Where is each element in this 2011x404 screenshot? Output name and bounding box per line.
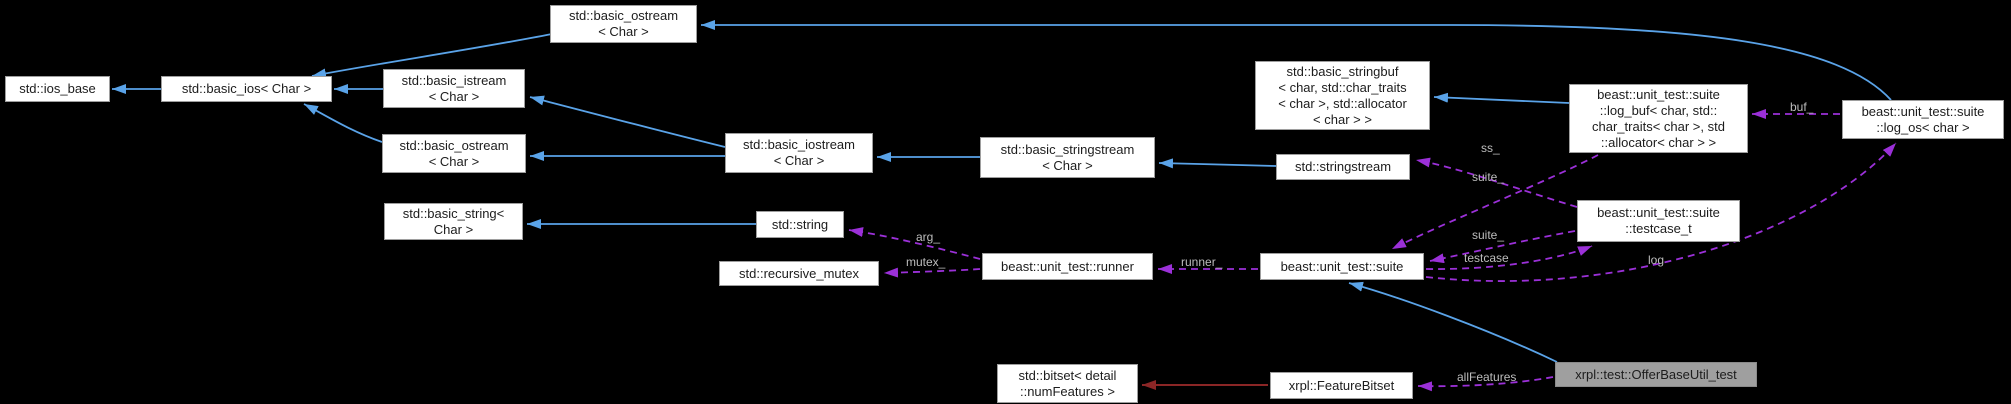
edge-stringstream-to-basic-stringstream	[1158, 158, 1277, 169]
edge-label-runner: runner_	[1181, 255, 1223, 269]
edge-basic-ostream-top-to-basic-ios	[311, 33, 553, 79]
node-suite-log-os[interactable]: beast::unit_test::suite ::log_os< char >	[1842, 100, 2004, 139]
node-std-string[interactable]: std::string	[756, 211, 844, 238]
node-std-basic-ostream-mid[interactable]: std::basic_ostream < Char >	[382, 134, 526, 173]
node-std-basic-iostream[interactable]: std::basic_iostream < Char >	[725, 133, 873, 173]
edge-offer-test-uses-feature-bitset	[1417, 376, 1554, 392]
node-suite-log-buf[interactable]: beast::unit_test::suite ::log_buf< char,…	[1569, 84, 1748, 153]
edge-label-mutex: mutex_	[906, 255, 946, 269]
edge-label-ss: ss_	[1481, 141, 1500, 155]
node-suite-testcase-t[interactable]: beast::unit_test::suite ::testcase_t	[1577, 200, 1740, 242]
edge-log-os-to-basic-ostream-top	[701, 20, 1892, 101]
edge-log-buf-to-basic-stringbuf	[1433, 92, 1570, 104]
edge-suite-uses-testcase-t	[1425, 245, 1593, 270]
node-xrpl-feature-bitset[interactable]: xrpl::FeatureBitset	[1270, 372, 1413, 399]
node-std-basic-string[interactable]: std::basic_string< Char >	[384, 203, 523, 240]
edge-log-buf-uses-suite	[1391, 154, 1599, 250]
edge-label-arg: arg_	[916, 230, 940, 244]
edge-label-buf: buf_	[1790, 100, 1814, 114]
node-std-basic-stringstream[interactable]: std::basic_stringstream < Char >	[980, 137, 1155, 178]
edge-testcase-t-uses-stringstream	[1415, 157, 1578, 208]
node-std-stringstream[interactable]: std::stringstream	[1276, 154, 1410, 180]
node-std-ios-base[interactable]: std::ios_base	[5, 76, 110, 102]
edge-basic-ostream-mid-to-basic-ios	[303, 103, 383, 143]
node-std-bitset[interactable]: std::bitset< detail ::numFeatures >	[997, 364, 1138, 403]
node-xrpl-test-offer-base-util-test: xrpl::test::OfferBaseUtil_test	[1555, 362, 1757, 387]
inheritance-edges	[112, 20, 1892, 363]
edge-labels: buf_ ss_ suite_ suite_ testcase log runn…	[906, 100, 1814, 384]
edge-suite-uses-log-os	[1425, 142, 1897, 282]
edge-label-suite-from-log-buf: suite_	[1472, 170, 1504, 184]
node-std-basic-ios[interactable]: std::basic_ios< Char >	[161, 76, 332, 102]
usage-edges	[848, 109, 1897, 392]
edge-label-testcase: testcase	[1464, 251, 1509, 265]
node-std-recursive-mutex[interactable]: std::recursive_mutex	[719, 261, 879, 286]
edge-label-all-features: allFeatures	[1457, 370, 1516, 384]
edge-basic-iostream-to-basic-istream	[529, 95, 726, 148]
edge-label-log: log	[1648, 253, 1664, 267]
node-beast-unit-test-suite[interactable]: beast::unit_test::suite	[1260, 253, 1424, 280]
edge-runner-uses-string	[848, 227, 981, 260]
edge-label-suite-from-testcase: suite_	[1472, 228, 1504, 242]
node-std-basic-ostream-top[interactable]: std::basic_ostream < Char >	[550, 5, 697, 43]
edge-testcase-t-uses-suite	[1429, 230, 1576, 264]
node-beast-unit-test-runner[interactable]: beast::unit_test::runner	[982, 253, 1153, 280]
edge-runner-uses-recursive-mutex	[883, 267, 981, 278]
edge-offer-test-to-suite	[1348, 281, 1558, 363]
node-std-basic-stringbuf[interactable]: std::basic_stringbuf < char, std::char_t…	[1255, 61, 1430, 130]
node-std-basic-istream[interactable]: std::basic_istream < Char >	[383, 69, 525, 108]
